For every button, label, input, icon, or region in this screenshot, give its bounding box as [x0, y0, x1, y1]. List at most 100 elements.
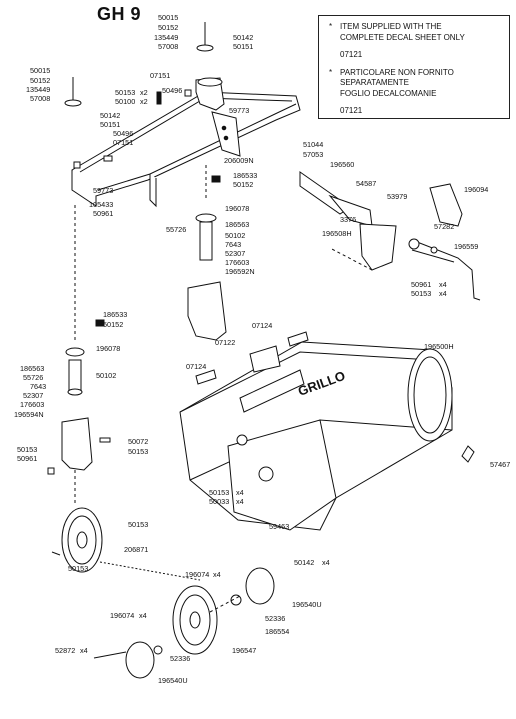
- note-line: ITEM SUPPLIED WITH THE: [340, 22, 442, 31]
- part-number-label: 52307: [225, 249, 246, 258]
- part-number-label: 07124: [252, 321, 273, 330]
- note-line: COMPLETE DECAL SHEET ONLY: [340, 32, 465, 42]
- part-number-label: 50152: [158, 23, 179, 32]
- part-number-label: 50153: [68, 564, 89, 573]
- part-number-label: 50496: [113, 129, 134, 138]
- part-number-label: 52336: [265, 614, 286, 623]
- part-number-label: 50015: [158, 13, 179, 22]
- part-number-label: 135449: [26, 85, 51, 94]
- part-number-label: 51044: [303, 140, 324, 149]
- part-number-label: 196078: [225, 204, 250, 213]
- part-number-label: x4: [439, 289, 447, 298]
- part-number-label: 135449: [154, 33, 179, 42]
- part-number-label: 196074: [110, 611, 135, 620]
- part-number-label: 186533: [233, 171, 258, 180]
- part-number-label: 50142: [294, 558, 315, 567]
- part-number-label: 57467: [490, 460, 511, 469]
- part-number-label: 7643: [225, 240, 242, 249]
- part-number-label: 196078: [96, 344, 121, 353]
- part-number-label: x4: [139, 611, 147, 620]
- part-number-label: x4: [213, 570, 221, 579]
- part-number-label: 196560: [330, 160, 355, 169]
- right-side-parts: [299, 171, 481, 463]
- part-number-label: 50961: [93, 209, 114, 218]
- part-number-label: 50015: [30, 66, 51, 75]
- part-number-label: 55726: [166, 225, 187, 234]
- part-number-label: 50153: [411, 289, 432, 298]
- part-number-label: 196508H: [322, 229, 352, 238]
- note-code: 07121: [340, 50, 363, 59]
- note-star: *: [329, 67, 333, 77]
- part-number-label: 186563: [225, 220, 250, 229]
- decal-note-box: * ITEM SUPPLIED WITH THE COMPLETE DECAL S…: [318, 15, 510, 119]
- part-number-label: 186533: [103, 310, 128, 319]
- part-number-label: 50153: [115, 88, 136, 97]
- part-number-label: x4: [236, 497, 244, 506]
- part-number-label: 50142: [100, 111, 121, 120]
- part-number-label: 196559: [454, 242, 479, 251]
- part-number-label: 105433: [89, 200, 114, 209]
- part-number-label: x4: [80, 646, 88, 655]
- part-number-label: 53979: [387, 192, 408, 201]
- part-number-label: 206871: [124, 545, 149, 554]
- part-number-label: 186554: [265, 627, 290, 636]
- part-number-label: 50153: [128, 520, 149, 529]
- part-number-label: 52872: [55, 646, 76, 655]
- part-number-label: 196094: [464, 185, 489, 194]
- part-number-label: 50961: [411, 280, 432, 289]
- part-number-label: 57053: [303, 150, 324, 159]
- part-number-label: x2: [140, 97, 148, 106]
- part-number-label: 196594N: [14, 410, 44, 419]
- part-number-label: 176603: [20, 400, 45, 409]
- part-number-label: x4: [439, 280, 447, 289]
- part-number-label: 50152: [233, 180, 254, 189]
- front-wheel: [51, 507, 201, 581]
- note-code: 07121: [340, 106, 363, 115]
- part-number-label: 50142: [233, 33, 254, 42]
- part-number-label: 07122: [215, 338, 236, 347]
- part-number-label: 52307: [23, 391, 44, 400]
- part-number-label: 50100: [115, 97, 136, 106]
- part-number-label: 196547: [232, 646, 257, 655]
- part-number-label: 50153: [17, 445, 38, 454]
- part-number-label: 50102: [225, 231, 246, 240]
- part-number-label: 59773: [93, 186, 114, 195]
- page-title: GH 9: [97, 4, 142, 24]
- part-number-label: 176603: [225, 258, 250, 267]
- part-number-label: 50153: [209, 488, 230, 497]
- part-number-label: 52336: [170, 654, 191, 663]
- part-number-label: x4: [322, 558, 330, 567]
- part-number-label: 50961: [17, 454, 38, 463]
- part-number-label: 196540U: [158, 676, 188, 685]
- part-number-label: 186563: [20, 364, 45, 373]
- part-number-label: 57008: [158, 42, 179, 51]
- part-number-label: 50072: [128, 437, 149, 446]
- part-number-label: 196592N: [225, 267, 255, 276]
- top-hardware: [64, 22, 214, 169]
- part-number-label: 07124: [186, 362, 207, 371]
- part-number-label: 59463: [269, 522, 290, 531]
- part-number-label: 07151: [113, 138, 134, 147]
- part-number-label: 3376: [340, 215, 357, 224]
- note-line: PARTICOLARE NON FORNITO: [340, 67, 454, 77]
- part-number-label: 7643: [30, 382, 47, 391]
- part-number-label: 50033: [209, 497, 230, 506]
- part-number-label: 57282: [434, 222, 455, 231]
- part-number-label: 206009N: [224, 156, 254, 165]
- center-caster: [187, 165, 227, 341]
- part-number-label: 196500H: [424, 342, 454, 351]
- part-number-label: 50152: [30, 76, 51, 85]
- part-number-label: 50151: [100, 120, 121, 129]
- part-number-label: 57008: [30, 94, 51, 103]
- left-caster: [47, 205, 111, 505]
- part-number-label: 50102: [96, 371, 117, 380]
- part-number-label: 50152: [103, 320, 124, 329]
- part-number-label: 196074: [185, 570, 210, 579]
- part-number-label: x4: [236, 488, 244, 497]
- part-number-label: 59773: [229, 106, 250, 115]
- note-star: *: [329, 22, 333, 31]
- part-number-label: 196540U: [292, 600, 322, 609]
- part-number-label: 07151: [150, 71, 171, 80]
- part-number-label: 54587: [356, 179, 377, 188]
